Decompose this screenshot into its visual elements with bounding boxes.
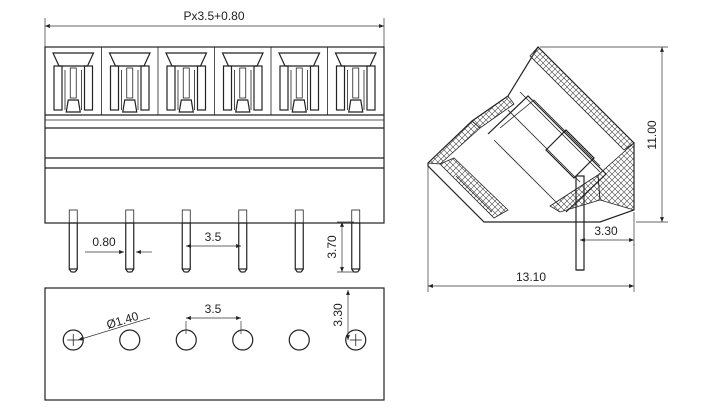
overall-width-label: Px3.5+0.80 — [183, 9, 244, 23]
pin-notch — [351, 209, 361, 224]
pin-tip — [351, 268, 355, 273]
pin-tip — [357, 268, 361, 273]
pin — [351, 222, 361, 270]
pin-offset-label: 3.30 — [594, 224, 618, 238]
cage-wall-right — [140, 65, 150, 111]
front-pitch-label: 3.5 — [205, 230, 222, 244]
depth-label: 13.10 — [516, 270, 546, 284]
bottom-holes — [62, 329, 367, 351]
pin-tip — [181, 268, 185, 273]
pin-tip — [294, 268, 298, 273]
pin-notch — [238, 209, 248, 224]
pin-notch — [125, 209, 135, 224]
clamp-element — [348, 99, 364, 113]
front-contact-cells — [52, 47, 377, 115]
screw-opening — [108, 52, 151, 67]
pin-tip — [244, 268, 248, 273]
clamp-element — [235, 99, 251, 113]
pin-hole — [288, 329, 310, 351]
pin-notch — [294, 209, 304, 224]
screw-opening — [52, 52, 95, 67]
bottom-offset-label: 3.30 — [331, 303, 345, 327]
cage-wall-right — [196, 65, 207, 111]
pin — [125, 222, 135, 270]
pin-hole — [345, 329, 367, 351]
pin-tip — [238, 268, 242, 273]
pin — [294, 222, 304, 270]
cage-wall-right — [309, 65, 320, 111]
clamp-slot — [69, 67, 77, 99]
cage-wall-left — [166, 65, 176, 111]
screw-opening — [334, 52, 377, 67]
front-view: Px3.5+0.80 0.80 3.5 3.70 — [44, 9, 385, 273]
pin-width-label: 0.80 — [92, 235, 116, 249]
screw-opening — [165, 52, 208, 67]
cage-wall-right — [253, 65, 263, 111]
height-label: 11.00 — [645, 120, 659, 149]
cage-wall-right — [366, 65, 376, 111]
hole-diameter-label: Ø1.40 — [105, 309, 141, 332]
pin-hole — [232, 329, 254, 351]
cage-wall-left — [109, 65, 120, 111]
clamp-element — [178, 99, 194, 113]
bottom-pitch-label: 3.5 — [205, 302, 222, 316]
pin-tip — [125, 268, 129, 273]
bottom-view: Ø1.40 3.5 3.30 — [44, 287, 385, 401]
clamp-slot — [295, 67, 303, 99]
pin-tip — [68, 268, 72, 273]
side-view: 11.00 3.30 13.10 — [427, 46, 668, 292]
cage-wall-left — [279, 65, 289, 111]
pin-hole — [119, 329, 141, 351]
pin — [68, 222, 78, 270]
pin-tip — [300, 268, 304, 273]
clamp-slot — [182, 67, 190, 99]
screw-opening — [278, 52, 321, 67]
clamp-element — [122, 99, 138, 113]
clamp-element — [291, 99, 307, 113]
clamp-slot — [352, 67, 360, 99]
pin-tip — [187, 268, 191, 273]
cage-wall-left — [53, 65, 63, 111]
pin-notch — [181, 209, 191, 224]
clamp-slot — [126, 67, 134, 99]
cage-wall-left — [335, 65, 346, 111]
clamp-slot — [239, 67, 247, 99]
pin-tip — [131, 268, 135, 273]
pin-length-label: 3.70 — [325, 235, 339, 259]
pin-notch — [68, 209, 78, 224]
cage-wall-right — [83, 65, 94, 111]
pin-tip — [74, 268, 78, 273]
screw-opening — [221, 52, 264, 67]
clamp-element — [65, 99, 81, 113]
cage-wall-left — [222, 65, 233, 111]
